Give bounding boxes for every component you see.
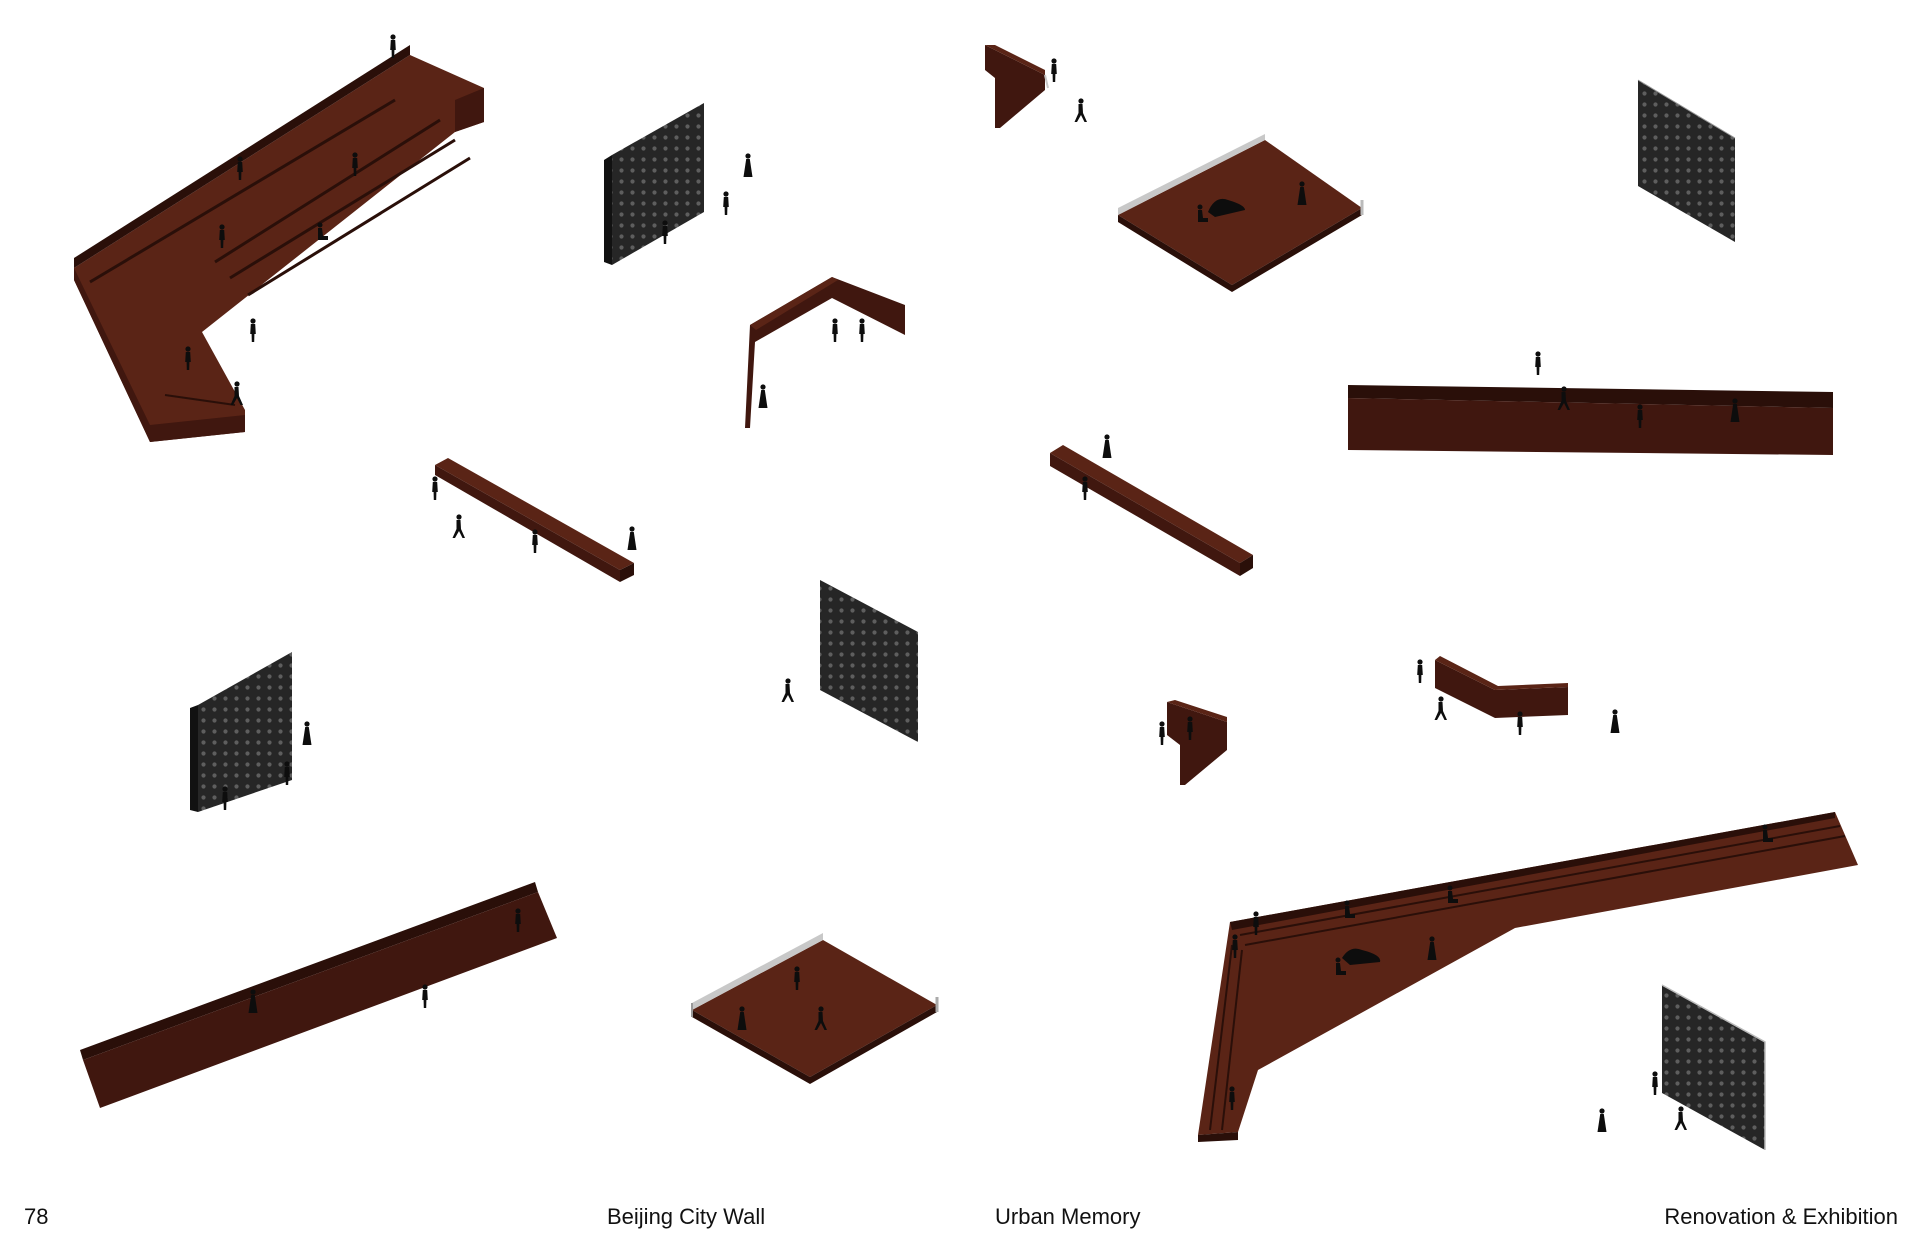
square-stage-platform-2 (691, 933, 939, 1084)
footer-title-center: Urban Memory (995, 1204, 1141, 1229)
footer-title-right: Renovation & Exhibition (1664, 1204, 1898, 1229)
l-shaped-stepped-platform (74, 34, 484, 442)
diagonal-bench-2 (1050, 434, 1253, 576)
page-number: 78 (24, 1204, 49, 1229)
perforated-panel-3 (190, 652, 312, 812)
long-diagonal-wall (80, 882, 557, 1108)
square-stage-platform-1 (1118, 134, 1364, 292)
perforated-panel-1 (604, 103, 753, 265)
small-corner-wall-1 (985, 45, 1087, 128)
v-shaped-wall (1417, 656, 1620, 735)
angled-frame-wall (745, 277, 905, 428)
diagonal-bench-1 (432, 458, 637, 582)
long-horizontal-wall (1348, 351, 1833, 455)
small-corner-wall-2 (1159, 700, 1227, 785)
perforated-panel-4 (781, 580, 918, 742)
large-angled-platform (1198, 812, 1858, 1142)
perforated-panel-2 (1637, 79, 1736, 242)
footer-title-left: Beijing City Wall (607, 1204, 766, 1229)
perforated-panel-5 (1597, 984, 1766, 1150)
